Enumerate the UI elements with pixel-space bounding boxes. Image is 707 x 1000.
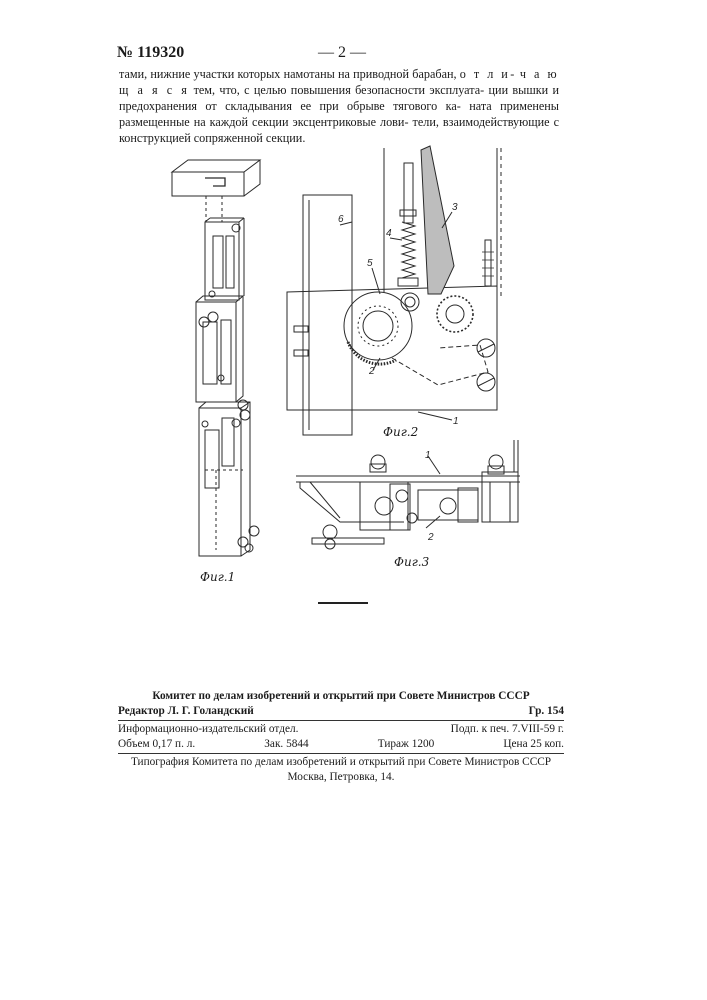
imprint-address: Москва, Петровка, 14. xyxy=(118,770,564,785)
fig2-callout-6: 6 xyxy=(338,214,344,225)
imprint-block: Комитет по делам изобретений и открытий … xyxy=(118,689,564,785)
imprint-department: Информационно-издательский отдел. xyxy=(118,722,298,737)
separator-rule xyxy=(318,602,368,604)
fig2-callout-4: 4 xyxy=(386,228,392,239)
fig3-callout-2: 2 xyxy=(427,532,434,543)
fig2-callout-3: 3 xyxy=(452,202,458,213)
fig1-caption: Фиг.1 xyxy=(200,570,235,584)
fig3-caption: Фиг.3 xyxy=(394,555,429,569)
imprint-committee: Комитет по делам изобретений и открытий … xyxy=(118,689,564,704)
imprint-rule-bottom xyxy=(118,753,564,754)
imprint-group: Гр. 154 xyxy=(529,704,564,719)
imprint-printing-house: Типография Комитета по делам изобретений… xyxy=(118,755,564,770)
fig2-callout-2: 2 xyxy=(368,366,375,377)
imprint-volume: Объем 0,17 п. л. xyxy=(118,737,195,752)
fig1-tower-drawing xyxy=(172,160,260,556)
imprint-order: Зак. 5844 xyxy=(264,737,308,752)
imprint-price: Цена 25 коп. xyxy=(503,737,564,752)
fig3-plan-drawing xyxy=(296,440,520,549)
fig3-callout-1: 1 xyxy=(425,450,431,461)
fig2-caption: Фиг.2 xyxy=(383,425,418,439)
imprint-signed: Подп. к печ. 7.VIII-59 г. xyxy=(451,722,564,737)
fig2-callout-1: 1 xyxy=(453,416,459,427)
imprint-print-run: Тираж 1200 xyxy=(378,737,435,752)
imprint-editor: Редактор Л. Г. Голандский xyxy=(118,704,254,719)
fig2-catcher-drawing xyxy=(287,146,501,435)
fig2-callout-5: 5 xyxy=(367,258,373,269)
imprint-rule-top xyxy=(118,720,564,721)
